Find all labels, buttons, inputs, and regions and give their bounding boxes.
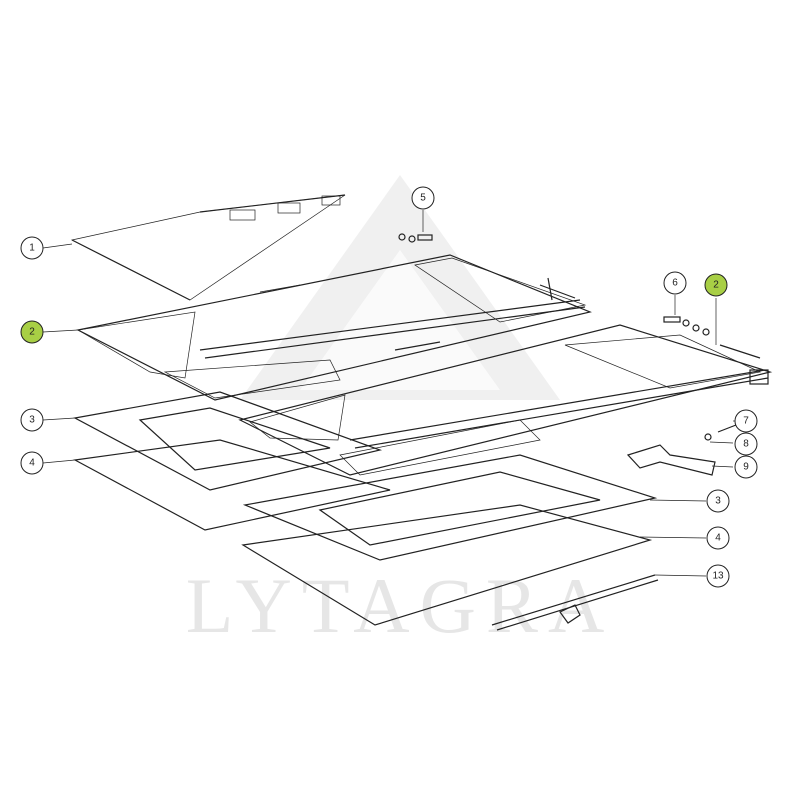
callout-3-left[interactable]: 3 bbox=[20, 408, 44, 432]
svg-text:1: 1 bbox=[29, 243, 35, 254]
svg-text:2: 2 bbox=[713, 280, 719, 291]
part-3-frame-right bbox=[242, 454, 658, 561]
watermark-triangle-inner bbox=[300, 250, 500, 390]
callout-8[interactable]: 8 bbox=[734, 432, 758, 456]
part-9-bracket bbox=[626, 444, 716, 476]
watermark-text: LYTAGRA bbox=[186, 562, 615, 649]
part-4-perforated-plate-right bbox=[241, 504, 653, 626]
callout-6[interactable]: 6 bbox=[663, 271, 687, 295]
part-6-bolt bbox=[663, 316, 710, 336]
part-13-rail bbox=[491, 574, 659, 631]
svg-text:5: 5 bbox=[420, 193, 426, 204]
part-5-bolt bbox=[398, 233, 433, 243]
svg-text:6: 6 bbox=[672, 278, 678, 289]
part-3-frame-left bbox=[73, 391, 383, 491]
svg-text:7: 7 bbox=[743, 416, 749, 427]
svg-text:3: 3 bbox=[715, 496, 721, 507]
part-2-top-sieve-right bbox=[238, 324, 773, 476]
part-2-top-sieve-left bbox=[76, 254, 592, 401]
svg-text:4: 4 bbox=[715, 533, 721, 544]
part-1-finger-plate bbox=[70, 194, 346, 301]
callout-2-left[interactable]: 2 bbox=[20, 320, 44, 344]
svg-text:8: 8 bbox=[743, 439, 749, 450]
callout-3-right[interactable]: 3 bbox=[706, 489, 730, 513]
callout-5[interactable]: 5 bbox=[411, 186, 435, 210]
callout-9[interactable]: 9 bbox=[734, 455, 758, 479]
callouts: 1 2 2 3 3 4 4 5 bbox=[20, 186, 758, 588]
part-4-perforated-plate-left bbox=[73, 439, 391, 531]
svg-text:3: 3 bbox=[29, 415, 35, 426]
svg-text:13: 13 bbox=[712, 571, 724, 582]
watermark: LYTAGRA bbox=[186, 175, 615, 649]
svg-text:2: 2 bbox=[29, 327, 35, 338]
callout-1[interactable]: 1 bbox=[20, 236, 44, 260]
callout-13[interactable]: 13 bbox=[706, 564, 730, 588]
callout-7[interactable]: 7 bbox=[734, 409, 758, 433]
leader-lines bbox=[42, 210, 736, 577]
svg-text:4: 4 bbox=[29, 458, 35, 469]
callout-4-right[interactable]: 4 bbox=[706, 526, 730, 550]
part-7-pin bbox=[717, 424, 737, 433]
callout-4-left[interactable]: 4 bbox=[20, 451, 44, 475]
callout-2-right[interactable]: 2 bbox=[704, 273, 728, 297]
svg-text:9: 9 bbox=[743, 462, 749, 473]
part-8-washer bbox=[704, 433, 712, 441]
